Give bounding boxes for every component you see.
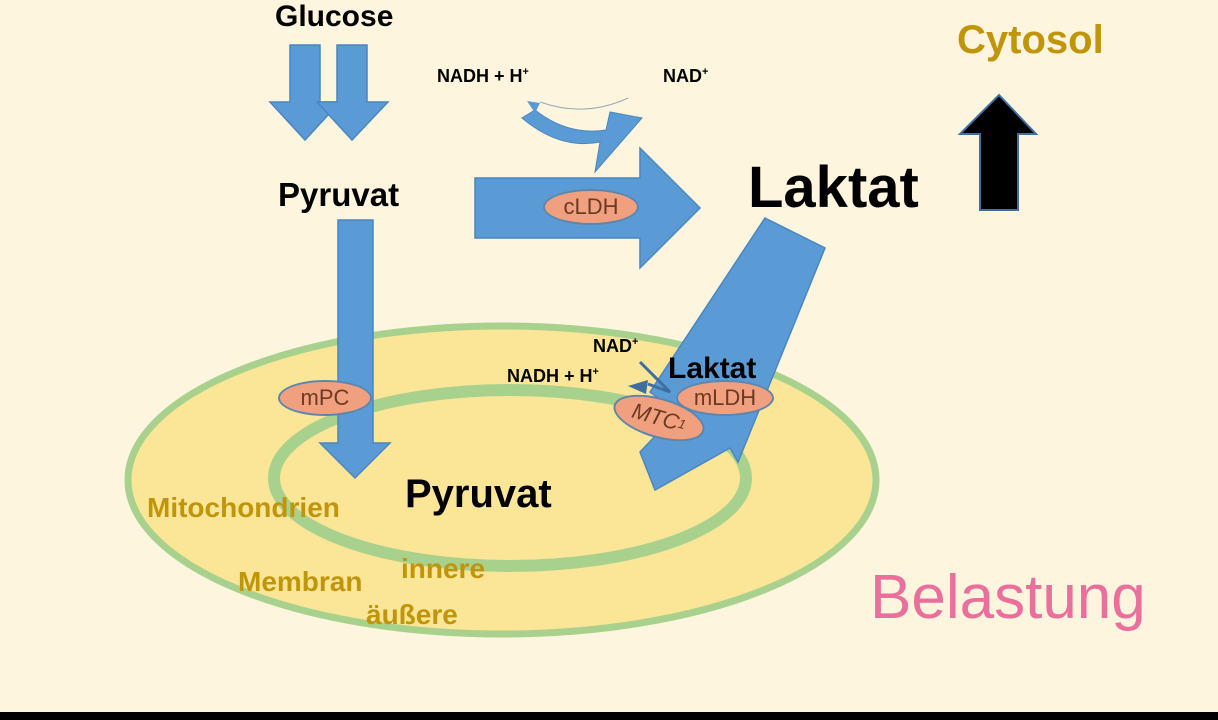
glucose-arrow-right	[315, 44, 390, 142]
nadh-curved-arrow	[521, 109, 643, 174]
nadh-top-label: NADH + H+	[437, 66, 529, 86]
aeussere-label: äußere	[366, 599, 458, 630]
membran-label: Membran	[238, 566, 363, 597]
mldh-enzyme: mLDH	[676, 380, 774, 416]
nadh-arrow-tip	[527, 101, 540, 113]
mpc-arrow	[318, 219, 392, 480]
glucose-label: Glucose	[275, 0, 394, 33]
laktat-big-label: Laktat	[748, 155, 919, 220]
innere-label: innere	[401, 553, 486, 584]
belastung-label: Belastung	[870, 563, 1146, 632]
pyruvat-label: Pyruvat	[278, 176, 400, 213]
mpc-enzyme: mPC	[278, 380, 372, 416]
inner-membrane	[268, 384, 752, 572]
nad-mid-label: NAD+	[593, 336, 639, 356]
nadh-curve-line	[539, 97, 629, 110]
pyruvat-inner-label: Pyruvat	[405, 472, 552, 516]
mitochondrien-label: Mitochondrien	[147, 492, 340, 523]
cldh-enzyme: cLDH	[543, 189, 639, 225]
laktat-mid-label: Laktat	[668, 352, 757, 385]
nad-top-label: NAD+	[663, 66, 709, 86]
nadh-mid-label: NADH + H+	[507, 366, 599, 386]
nadh-small-arrow	[638, 360, 672, 394]
nadh-small-arrow-head	[628, 380, 648, 394]
cytosol-arrow	[957, 93, 1039, 211]
glucose-arrow-left	[268, 44, 342, 142]
cytosol-label: Cytosol	[957, 18, 1104, 62]
